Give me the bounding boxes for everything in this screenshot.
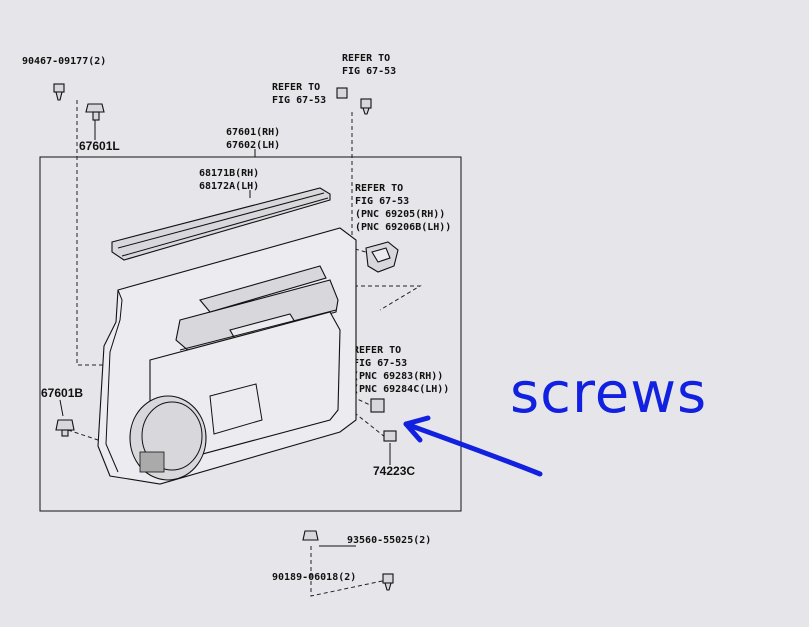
screw-90467-icon <box>53 83 65 101</box>
svg-text:(PNC 69283(RH)): (PNC 69283(RH)) <box>353 371 443 382</box>
refer-note-top-right: REFER TO FIG 67-53 <box>342 53 396 77</box>
svg-text:FIG 67-53: FIG 67-53 <box>355 196 409 207</box>
label-68171b-rh: 68171B(RH) <box>199 168 259 179</box>
clip-74223c-icon <box>383 430 397 442</box>
label-67602-lh: 67602(LH) <box>226 140 280 151</box>
annotation-screws: screws <box>510 361 707 426</box>
svg-text:REFER TO: REFER TO <box>272 82 320 93</box>
refer-note-handle: REFER TO FIG 67-53 (PNC 69205(RH)) (PNC … <box>355 183 451 233</box>
svg-text:REFER TO: REFER TO <box>355 183 403 194</box>
nut-90189-icon <box>302 530 319 541</box>
clip-refer-icon <box>336 87 348 99</box>
label-67601-rh: 67601(RH) <box>226 127 280 138</box>
annotation-arrow-icon <box>403 415 543 477</box>
refer-note-top-left: REFER TO FIG 67-53 <box>272 82 326 106</box>
svg-text:REFER TO: REFER TO <box>342 53 390 64</box>
svg-text:(PNC 69205(RH)): (PNC 69205(RH)) <box>355 209 445 220</box>
screw-refer-icon <box>360 98 372 115</box>
clip-67601b-icon <box>55 419 75 437</box>
switch-clip-icon <box>370 398 385 413</box>
svg-text:FIG 67-53: FIG 67-53 <box>353 358 407 369</box>
assembly-frame <box>39 156 462 512</box>
refer-note-switch: REFER TO FIG 67-53 (PNC 69283(RH)) (PNC … <box>353 345 449 395</box>
weatherstrip-icon <box>111 187 331 261</box>
label-67601l: 67601L <box>79 139 120 153</box>
svg-text:FIG 67-53: FIG 67-53 <box>342 66 396 77</box>
label-93560-55025: 93560-55025(2) <box>347 535 431 546</box>
svg-text:FIG 67-53: FIG 67-53 <box>272 95 326 106</box>
label-90467-09177: 90467-09177(2) <box>22 56 106 67</box>
inner-handle-part-icon <box>365 241 399 273</box>
door-trim-panel-icon <box>97 227 357 485</box>
screw-93560-icon <box>382 573 394 591</box>
svg-text:(PNC 69206B(LH)): (PNC 69206B(LH)) <box>355 222 451 233</box>
clip-67601l-icon <box>85 103 105 121</box>
svg-text:REFER TO: REFER TO <box>353 345 401 356</box>
label-90189-06018: 90189-06018(2) <box>272 572 356 583</box>
label-67601b: 67601B <box>41 386 83 400</box>
label-68172a-lh: 68172A(LH) <box>199 181 259 192</box>
svg-text:(PNC 69284C(LH)): (PNC 69284C(LH)) <box>353 384 449 395</box>
label-74223c: 74223C <box>373 464 415 478</box>
